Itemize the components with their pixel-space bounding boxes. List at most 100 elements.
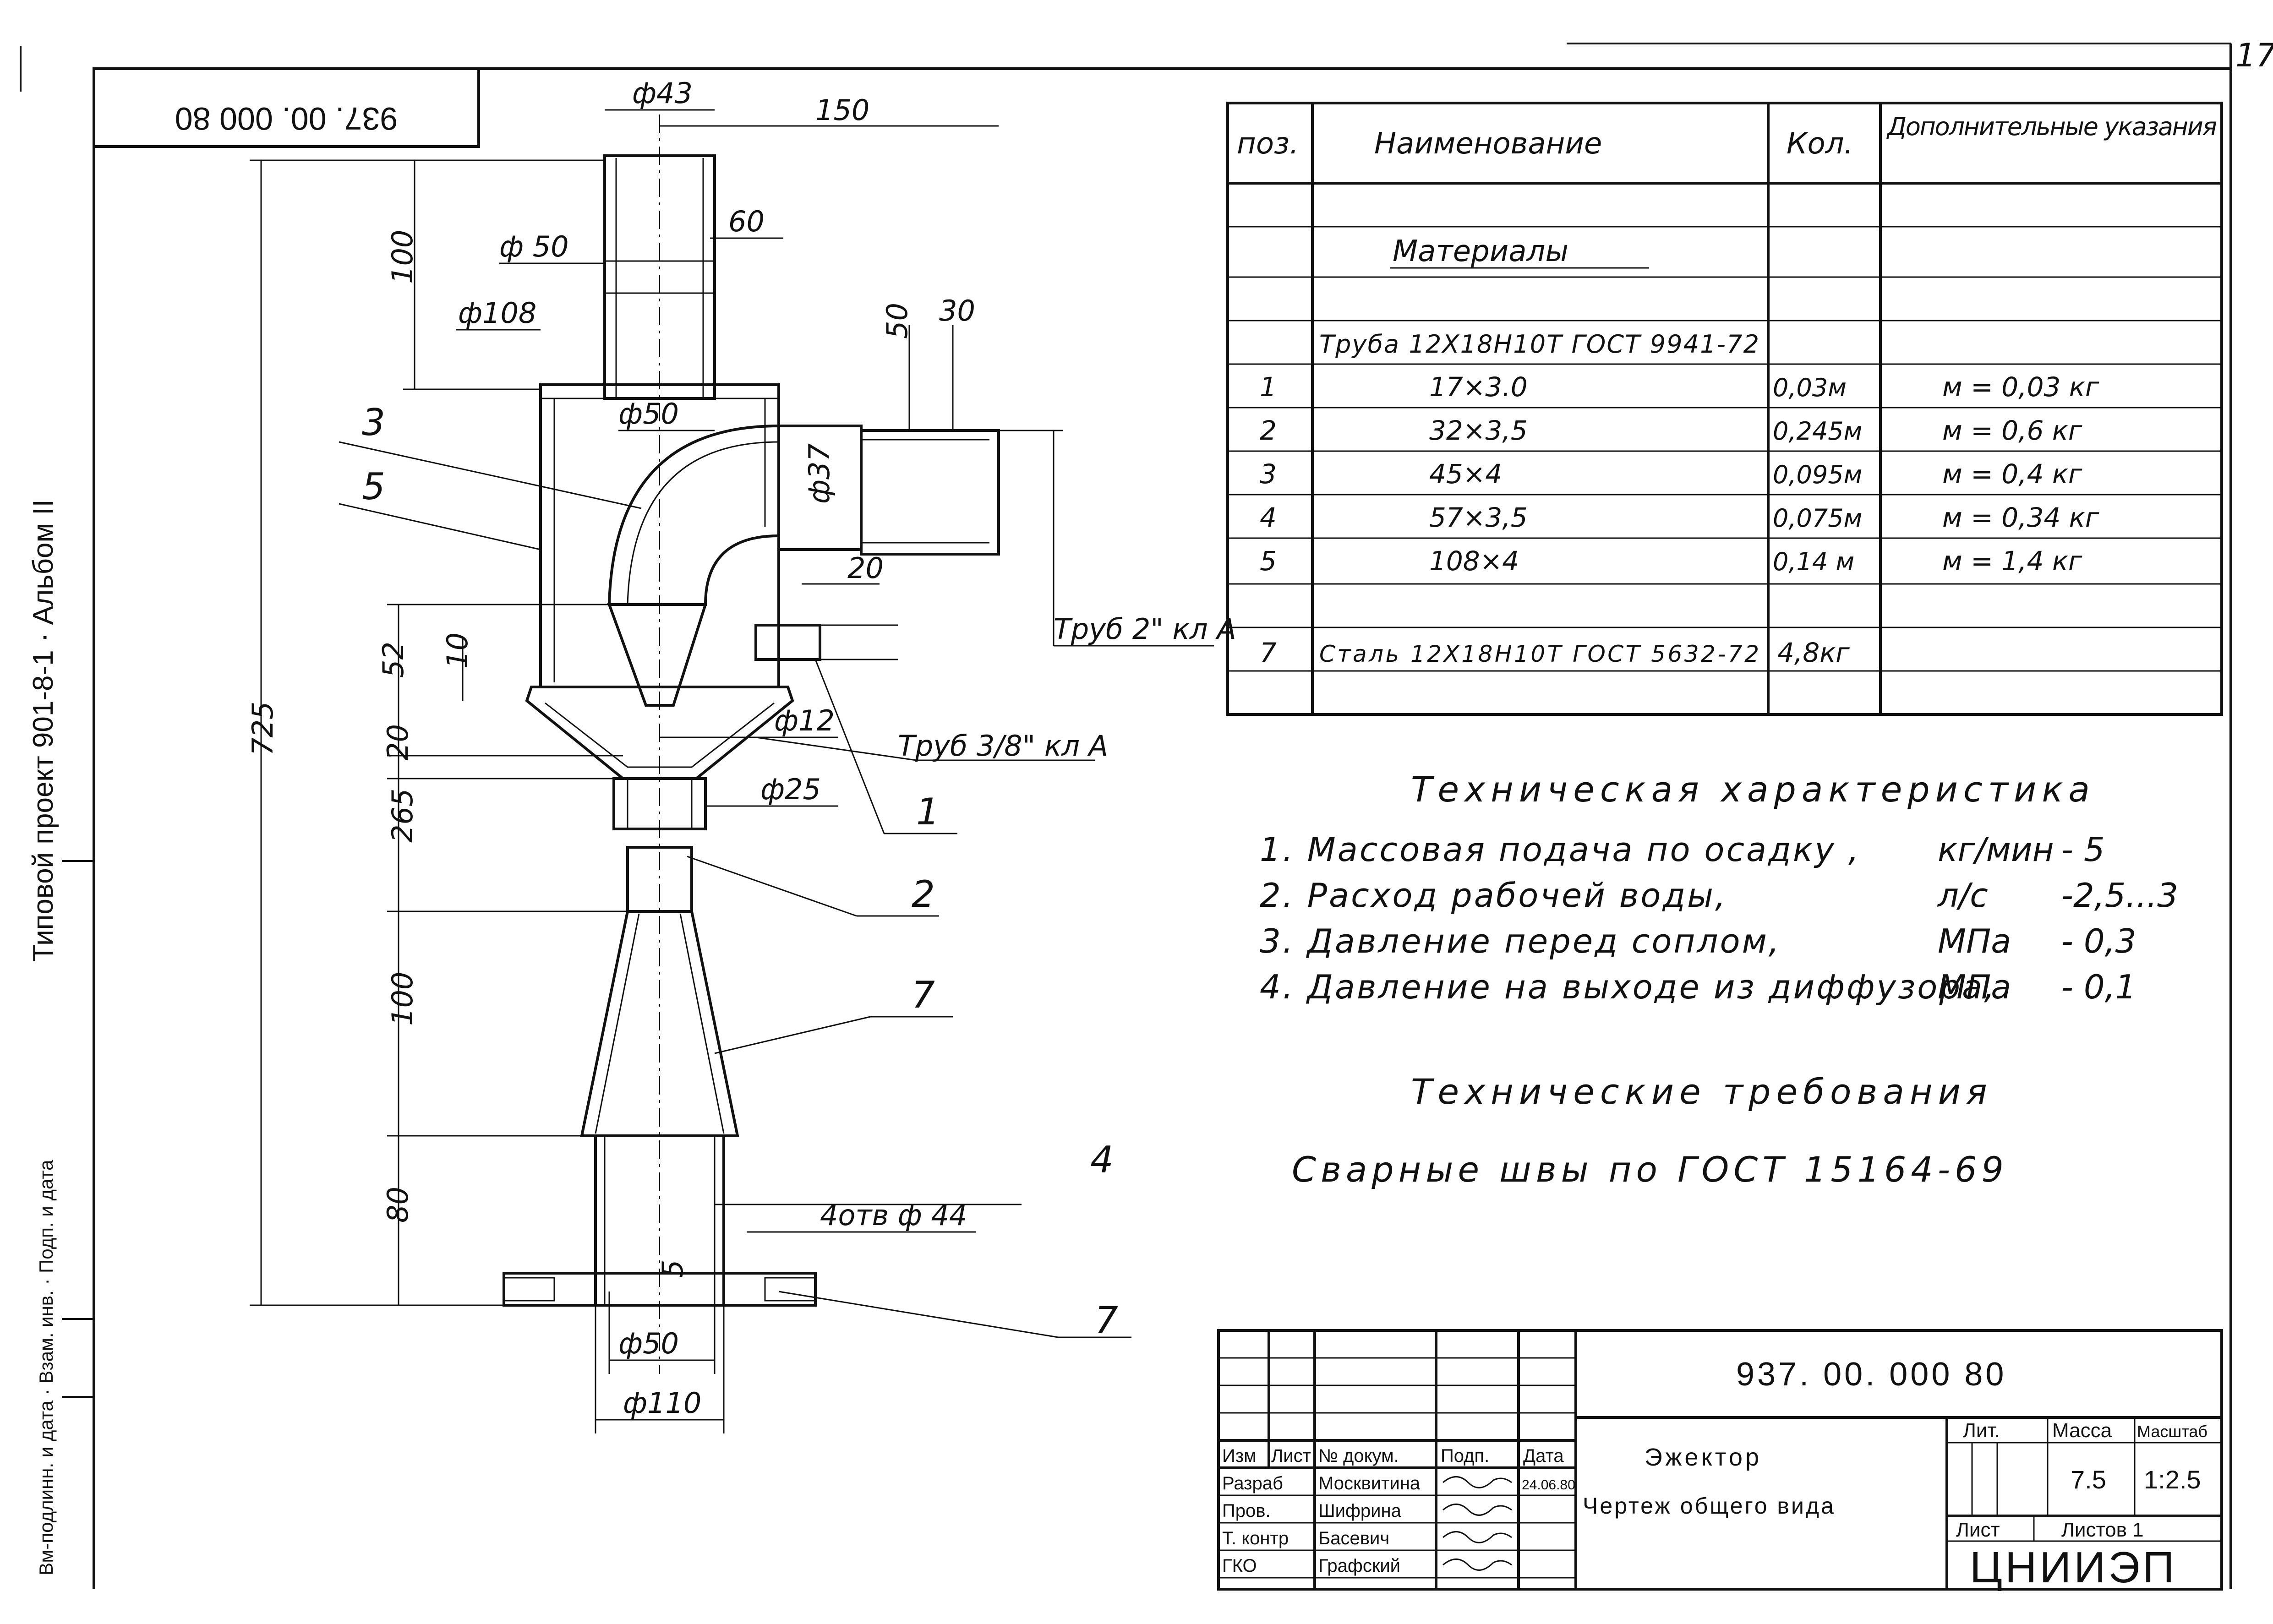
spec-row-qty: 0,095м <box>1773 460 1862 489</box>
callout-pos-3: 3 <box>362 401 385 444</box>
tech-item-text: 2. Расход рабочей воды, <box>1260 876 1727 915</box>
tb-sheet: Лист <box>1956 1519 2000 1541</box>
spec-steel-pos: 7 <box>1260 637 1277 668</box>
dim-d12: ф12 <box>774 704 835 737</box>
callout-pipe-2in: Труб 2" кл А <box>1054 612 1236 646</box>
spec-row-name: 32×3,5 <box>1429 415 1528 446</box>
elbow-pipe <box>607 424 780 606</box>
tb-doc-type: Чертеж общего вида <box>1583 1493 1836 1519</box>
tb-person-name: Графский <box>1318 1556 1400 1576</box>
callout-pos-1: 1 <box>916 790 940 833</box>
diffuser-cone <box>580 910 739 1137</box>
tb-person-name: Шифрина <box>1318 1501 1402 1521</box>
tech-characteristics: Техническая характеристика 1. Массовая п… <box>1260 769 2178 1190</box>
tb-mass: 7.5 <box>2071 1465 2106 1494</box>
callout-pos-2: 2 <box>912 873 935 916</box>
tb-col-izm: Изм <box>1222 1446 1257 1466</box>
sheet-number: 17 <box>2235 37 2273 74</box>
dim-d108: ф108 <box>458 296 536 330</box>
spec-row-note: м = 0,6 кг <box>1942 415 2082 446</box>
dim-725: 725 <box>246 702 279 756</box>
tb-scale: 1:2.5 <box>2144 1465 2201 1494</box>
side-title-lower: Вм-подлинн. и дата · Взам. инв. · Подп. … <box>35 1160 57 1575</box>
callout-pos-5: 5 <box>362 465 385 508</box>
tech-item-text: 1. Массовая подача по осадку , <box>1260 830 1861 869</box>
top-stamp-code: 937. 00. 000 80 <box>175 101 398 136</box>
callout-pipe-3-8: Труб 3/8" кл А <box>898 729 1108 763</box>
top-stamp: 937. 00. 000 80 <box>93 67 480 148</box>
spec-header-qty: Кол. <box>1787 127 1853 161</box>
tb-col-list: Лист <box>1271 1446 1311 1466</box>
dim-150: 150 <box>815 93 869 127</box>
spec-row-pos: 4 <box>1260 502 1277 533</box>
tb-col-sign: Подп. <box>1441 1446 1489 1466</box>
spec-row-pos: 3 <box>1260 458 1277 490</box>
spec-header-name: Наименование <box>1374 127 1602 161</box>
tech-item-unit: кг/мин <box>1938 830 2054 869</box>
tb-col-date: Дата <box>1523 1446 1564 1466</box>
small-side-pipe <box>754 624 821 661</box>
dim-20-h: 20 <box>847 551 884 585</box>
tech-item-unit: МПа <box>1938 968 2011 1006</box>
dimension-lines <box>250 109 1214 1433</box>
dim-d110: ф110 <box>623 1386 701 1420</box>
tech-item-value: - 5 <box>2061 830 2105 869</box>
dim-holes: 4отв ф 44 <box>820 1199 967 1232</box>
spec-section-title: Материалы <box>1393 234 1568 268</box>
dim-30: 30 <box>939 294 975 327</box>
nozzle-cone <box>607 603 708 707</box>
spec-group-title: Труба 12Х18Н10Т ГОСТ 9941-72 <box>1319 330 1759 359</box>
dim-10: 10 <box>441 632 474 669</box>
dim-d50-inner: ф50 <box>618 397 679 431</box>
tech-item-unit: МПа <box>1938 922 2011 960</box>
signature-mark <box>1442 1476 1512 1488</box>
dim-265: 265 <box>386 789 419 843</box>
ejector-drawing <box>503 114 1000 1374</box>
dim-100-top: 100 <box>386 230 419 284</box>
dim-80: 80 <box>381 1187 415 1223</box>
spec-row-name: 57×3,5 <box>1429 502 1528 533</box>
tech-char-title: Техническая характеристика <box>1411 769 2095 810</box>
tech-item-text: 3. Давление перед соплом, <box>1260 922 1781 960</box>
spec-table: поз. Наименование Кол. Дополнительные ук… <box>1226 102 2223 716</box>
tb-org: ЦНИИЭП <box>1970 1543 2177 1592</box>
tb-person-role: Т. контр <box>1222 1528 1289 1548</box>
spec-row-pos: 1 <box>1260 371 1277 403</box>
dim-20-v: 20 <box>381 724 415 760</box>
dim-60: 60 <box>728 205 765 238</box>
tb-product: Эжектор <box>1645 1444 1762 1471</box>
spec-row-name: 17×3.0 <box>1429 371 1528 403</box>
spec-row-note: м = 0,03 кг <box>1942 371 2099 403</box>
tb-doc-code: 937. 00. 000 80 <box>1736 1356 2006 1393</box>
dim-100-mid: 100 <box>386 972 419 1026</box>
spec-row-pos: 2 <box>1260 415 1277 446</box>
tech-item-value: - 0,3 <box>2061 922 2136 960</box>
spec-row-name: 45×4 <box>1429 458 1502 490</box>
dim-d43: ф43 <box>632 76 693 110</box>
signature-mark <box>1442 1504 1512 1516</box>
spec-steel-name: Сталь 12Х18Н10Т ГОСТ 5632-72 <box>1319 641 1759 667</box>
callout-pos-7a: 7 <box>912 974 935 1016</box>
dim-d37: ф37 <box>803 443 836 504</box>
spec-row-name: 108×4 <box>1429 545 1519 577</box>
dim-52: 52 <box>377 642 410 678</box>
tech-item-unit: л/с <box>1937 876 1988 915</box>
tb-person-role: ГКО <box>1222 1556 1257 1576</box>
spec-row-note: м = 0,34 кг <box>1942 502 2099 533</box>
callout-pos-4: 4 <box>1090 1139 1114 1181</box>
tb-scale-header: Масштаб <box>2137 1422 2207 1441</box>
dim-d50-top: ф 50 <box>499 230 569 263</box>
dimension-labels: ф43 150 60 ф 50 ф108 30 ф50 20 ф12 ф25 5… <box>246 76 1236 1420</box>
signature-mark <box>1442 1531 1512 1543</box>
spec-row-note: м = 0,4 кг <box>1942 458 2082 490</box>
dim-5: 5 <box>656 1260 689 1278</box>
tb-person-name: Басевич <box>1318 1528 1389 1548</box>
tb-person-role: Разраб <box>1222 1473 1283 1493</box>
signature-mark <box>1442 1559 1512 1571</box>
tech-item-value: -2,5...3 <box>2061 876 2178 915</box>
spec-row-qty: 0,075м <box>1773 504 1862 533</box>
callout-pos-7b: 7 <box>1095 1299 1118 1341</box>
tb-mass-header: Масса <box>2052 1419 2112 1442</box>
side-title: Типовой проект 901-8-1 · Альбом II <box>27 499 59 962</box>
